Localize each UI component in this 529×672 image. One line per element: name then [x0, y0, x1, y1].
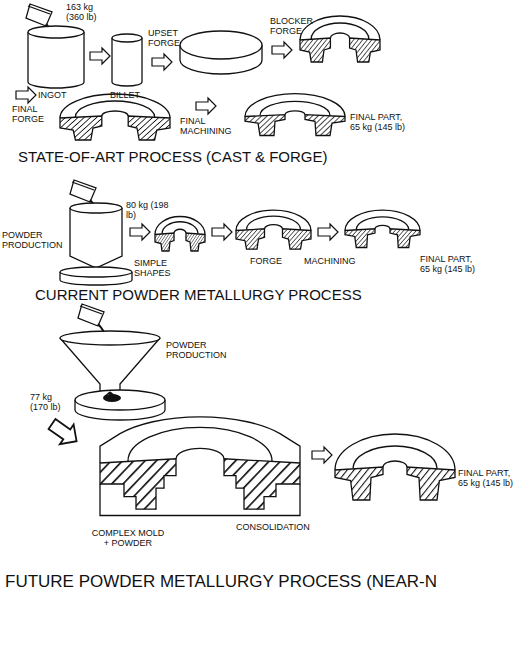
- step-label: FORGE: [250, 256, 282, 266]
- step-label: FINAL MACHINING: [180, 116, 242, 137]
- process-heading: FUTURE POWDER METALLURGY PROCESS (NEAR-N: [5, 572, 437, 592]
- step-label: POWDER PRODUCTION: [2, 230, 66, 251]
- step-label: POWDER PRODUCTION: [166, 340, 232, 361]
- process-heading: STATE-OF-ART PROCESS (CAST & FORGE): [18, 148, 327, 165]
- stage-label: INGOT: [38, 90, 67, 100]
- process-heading: CURRENT POWDER METALLURGY PROCESS: [35, 286, 362, 303]
- step-label: CONSOLIDATION: [236, 522, 310, 532]
- weight-label: 80 kg (198 lb): [126, 200, 170, 221]
- step-label: UPSET FORGE: [148, 28, 190, 49]
- stage-label: SIMPLE SHAPES: [134, 258, 178, 279]
- weight-label: 77 kg (170 lb): [30, 392, 70, 413]
- step-label: FINAL FORGE: [12, 104, 50, 125]
- result-label: FINAL PART, 65 kg (145 lb): [458, 468, 522, 489]
- step-label: BLOCKER FORGE: [270, 16, 322, 37]
- stage-label: COMPLEX MOLD + POWDER: [88, 528, 168, 549]
- stage-label: BILLET: [110, 90, 140, 100]
- result-label: FINAL PART, 65 kg (145 lb): [350, 112, 412, 133]
- step-label: MACHINING: [304, 256, 356, 266]
- result-label: FINAL PART, 65 kg (145 lb): [420, 254, 482, 275]
- weight-label: 163 kg (360 lb): [66, 2, 110, 23]
